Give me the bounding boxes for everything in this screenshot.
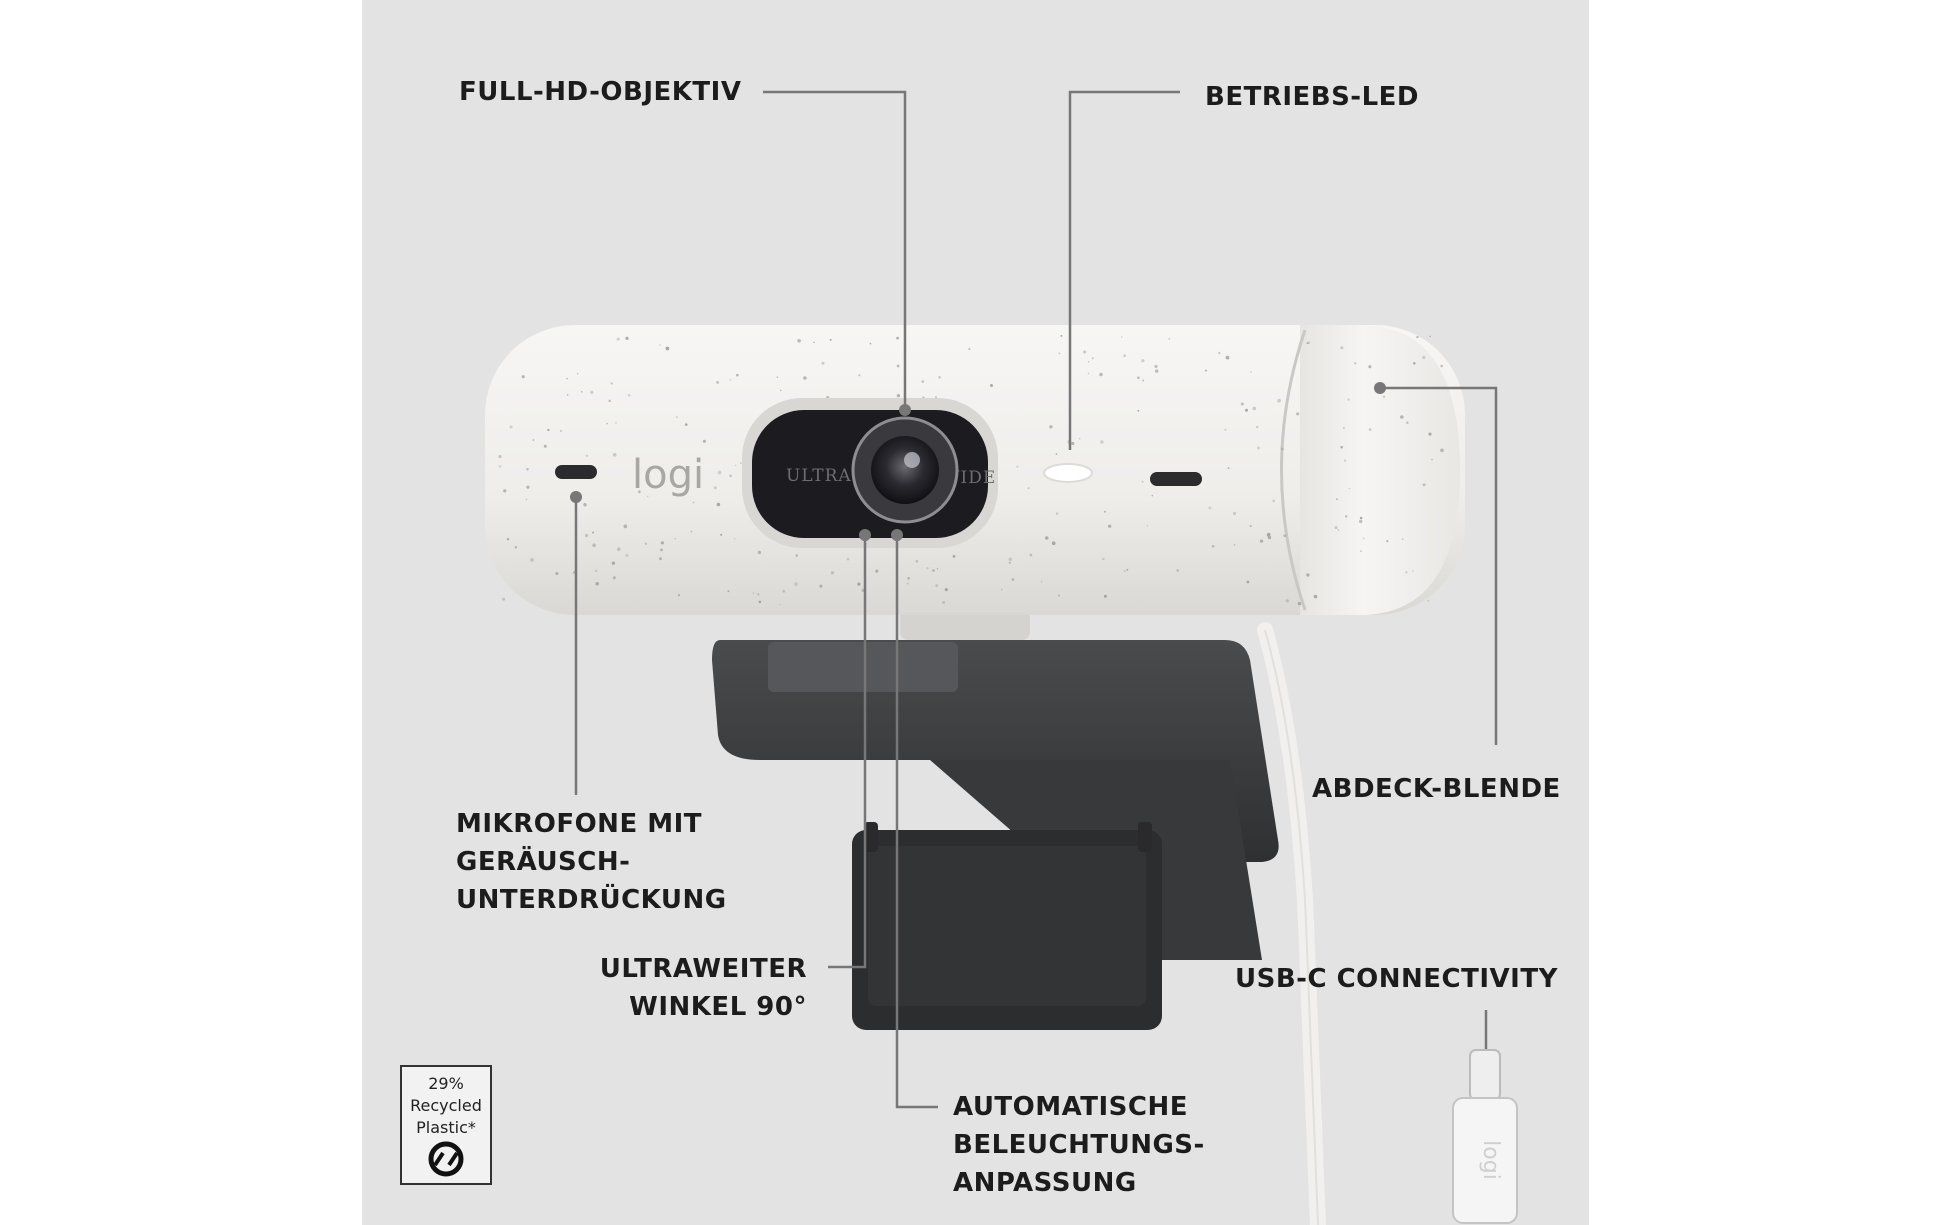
- speckle-texture: [498, 334, 1444, 606]
- mount-clip: [712, 640, 1279, 1030]
- leader-wide: [828, 535, 867, 969]
- lens-text-left: ULTRA: [786, 466, 852, 486]
- privacy-cover-seam: [1280, 329, 1307, 611]
- usb-cable: [1257, 622, 1326, 1225]
- label-usb: USB-C CONNECTIVITY: [1235, 964, 1558, 994]
- label-mic: MIKROFONE MIT GERÄUSCH- UNTERDRÜCKUNG: [456, 809, 727, 915]
- label-led: BETRIEBS-LED: [1205, 82, 1420, 112]
- recycle-icon: [428, 1141, 464, 1177]
- label-cover: ABDECK-BLENDE: [1312, 774, 1561, 804]
- badge-line-3: Plastic*: [416, 1118, 476, 1137]
- mic-left: [555, 465, 597, 479]
- badge-percent: 29%: [428, 1074, 464, 1093]
- leader-lens: [763, 90, 907, 410]
- leader-lines: [574, 90, 1498, 1109]
- lens-icon: [871, 436, 939, 504]
- front-glass: ULTRA WIDE: [742, 398, 998, 548]
- status-led: [1043, 463, 1093, 483]
- leader-cover: [1380, 386, 1498, 745]
- badge-line-2: Recycled: [410, 1096, 482, 1115]
- leader-led: [1068, 90, 1180, 450]
- usb-c-plug: logi: [1452, 1049, 1518, 1224]
- label-lens: FULL-HD-OBJEKTIV: [459, 77, 742, 107]
- plug-logo: logi: [1478, 1140, 1503, 1180]
- recycled-plastic-badge: 29% Recycled Plastic*: [400, 1065, 492, 1185]
- camera-logo: logi: [632, 452, 704, 498]
- label-wide: ULTRAWEITER WINKEL 90°: [599, 954, 807, 1022]
- label-light: AUTOMATISCHE BELEUCHTUNGS- ANPASSUNG: [953, 1092, 1205, 1198]
- leader-light: [895, 535, 938, 1109]
- mic-right: [1150, 472, 1202, 486]
